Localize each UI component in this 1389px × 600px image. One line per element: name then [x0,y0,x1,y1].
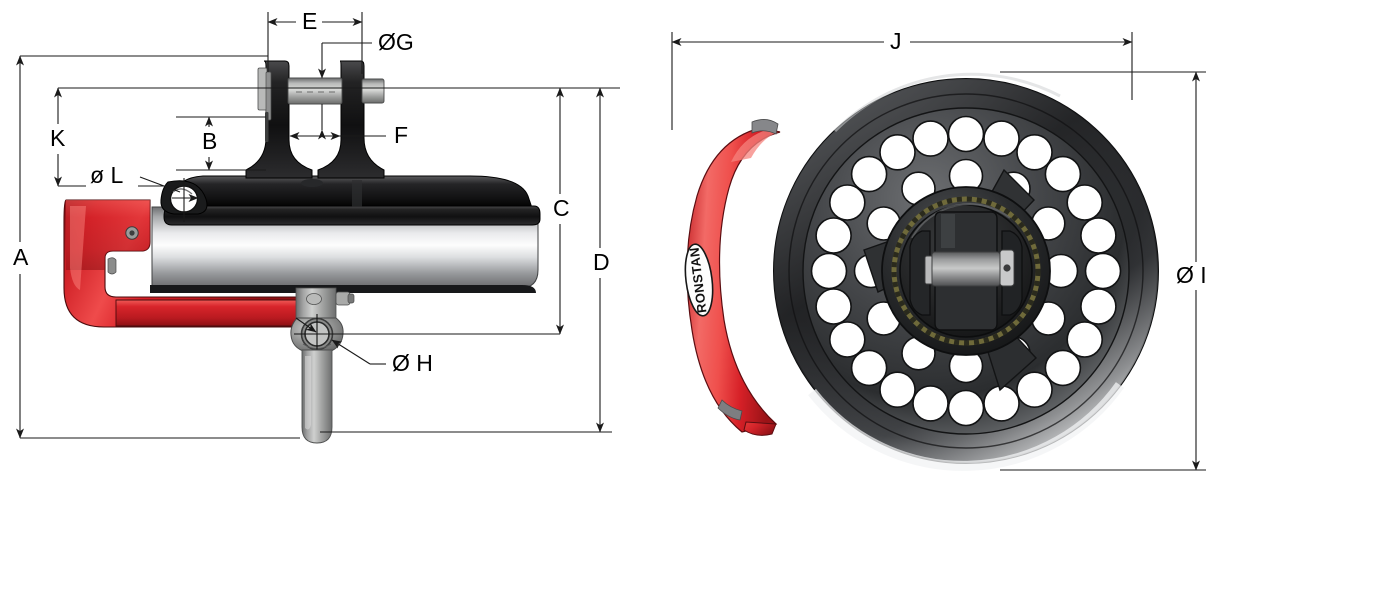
rim-groove-line [788,93,1144,449]
dim-K-label-bg [44,124,72,154]
dim-label-D: D [593,249,610,275]
lightening-hole [983,120,1020,157]
red-cheek-assembly [63,199,299,328]
head-cap-upper [169,175,533,209]
red-lower-arm [115,299,299,327]
dim-label-C: C [553,195,570,221]
strap-top-tab [751,119,779,135]
lightening-hole [815,288,852,325]
sheave-housing-band [150,206,539,293]
dim-I-label-bg [1172,262,1220,290]
lightening-hole [1016,371,1053,409]
badge-oval [684,243,714,317]
lightening-hole [1044,349,1082,387]
side-elevation-view [63,60,541,444]
hub-right-keeper-pin [1003,264,1011,272]
lightening-hole [1080,288,1117,325]
cheek-dowel [107,257,117,275]
shackle-clevis [245,60,385,179]
axle-block-highlight [941,214,955,248]
head-boss-ellipse [301,179,323,187]
leader-L-slanted [139,176,181,193]
sheave-outer-hole-ring [810,115,1122,427]
lightening-hole [850,349,888,387]
lightening-hole [1080,217,1117,254]
lightening-hole [947,115,985,153]
lightening-hole [850,155,888,193]
pin-shank-detent [306,293,322,305]
lightening-hole [912,385,949,422]
shackle-pin-right-end [361,78,385,104]
lightening-hole [947,389,985,427]
shackle-retainer-tail [265,112,269,142]
dim-label-H: Ø H [392,350,433,376]
bearing-ball-row [891,196,1041,346]
lightening-hole [1016,134,1053,171]
hub-axle-pin [931,251,1001,287]
leader-H-arrow-upper [295,317,317,333]
hub-highlight-arc [911,203,1011,239]
lightening-hole [1066,184,1103,221]
dim-A-label-bg [6,242,32,274]
ronstan-badge: RONSTAN [684,243,714,317]
lightening-hole [1044,155,1082,193]
lightening-hole [879,371,916,409]
head-center-ridge [352,180,362,207]
lightening-hole [828,184,866,221]
lightening-hole [912,120,949,157]
head-cap-skirt [163,205,541,226]
clevis-fork-right [317,60,385,179]
dim-L-label-bg [86,162,138,190]
lightening-hole [983,385,1020,422]
becket-eye-inner-shade [172,188,193,195]
cheek-screw-socket [129,230,135,236]
front-elevation-view: RONSTAN [684,72,1159,471]
front-view-dimensions: J Ø I [671,28,1220,471]
lightening-hole [810,252,848,290]
dim-label-G: ØG [378,29,414,55]
rim-highlight-arc-top [833,72,1061,133]
clevis-fork-left [245,60,313,179]
lightening-hole [828,321,866,358]
dim-C-label-bg [548,194,574,224]
dim-label-I: Ø I [1176,262,1207,288]
hub-slot-left [909,230,931,316]
red-specular-highlight [70,206,86,290]
red-strap-foot [743,421,777,436]
lightening-hole [1084,252,1122,290]
dim-J-label-bg [884,28,910,56]
dim-B-label-bg [196,127,222,157]
red-strap-highlight [731,130,778,162]
lightening-hole [879,134,916,171]
black-head-casting [160,175,541,226]
front-red-strap: RONSTAN [684,119,781,436]
dim-label-K: K [50,125,66,151]
dim-label-L: ø L [90,162,123,188]
lightening-hole [1066,321,1103,358]
red-cheek-highlight [66,200,150,270]
leader-H-arrow-lower [331,339,371,365]
dim-E-label-bg [296,8,322,36]
lightening-hole [815,217,852,254]
dim-label-E: E [302,8,317,34]
rim-highlight-arc-bottom [808,382,1125,471]
sheave-band-bottom-lip [150,285,536,293]
pin-side-bolt-cap [347,293,355,304]
pin-shaft-highlight [305,356,311,430]
strap-bottom-tab [717,399,743,421]
shackle-cross-pin [287,77,343,105]
dim-label-B: B [202,128,217,154]
dim-D-label-bg [588,248,614,278]
side-view-dimensions: A K B E ØG F ø L Ø H [6,8,620,439]
dim-label-F: F [394,122,408,148]
sheave-hub-assembly [881,186,1051,356]
dim-label-J: J [890,28,902,54]
dim-label-A: A [13,244,29,270]
